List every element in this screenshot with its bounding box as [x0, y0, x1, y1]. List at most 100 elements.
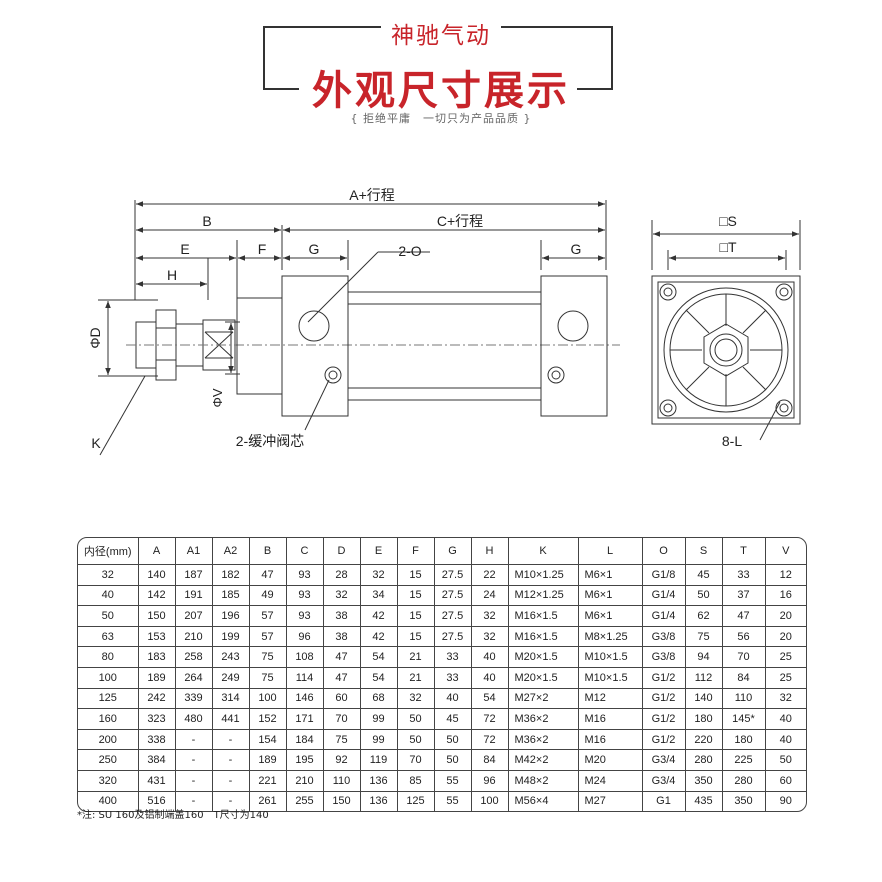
table-cell: M6×1	[578, 585, 643, 607]
table-cell: 280	[722, 770, 766, 792]
cylinder-dimension-drawing: A+行程 B C+行程 E F G G 2-O H ΦD ΦV K 2-缓冲阀芯…	[87, 187, 801, 456]
table-cell: 255	[286, 791, 324, 812]
label-a-stroke: A+行程	[349, 187, 395, 203]
label-phi-v: ΦV	[210, 388, 225, 407]
table-cell: 136	[360, 770, 398, 792]
table-cell: 145*	[722, 708, 766, 730]
table-cell: 195	[286, 749, 324, 771]
column-header: T	[722, 538, 766, 565]
table-cell: G1/2	[642, 688, 686, 710]
table-cell: 207	[175, 605, 213, 627]
table-cell: M6×1	[578, 605, 643, 627]
table-cell: 183	[138, 646, 176, 668]
table-cell: 50	[78, 605, 139, 627]
table-cell: 152	[249, 708, 287, 730]
column-header: G	[434, 538, 472, 565]
table-cell: 27.5	[434, 585, 472, 607]
table-cell: 153	[138, 626, 176, 648]
table-cell: 54	[360, 646, 398, 668]
table-cell: 96	[471, 770, 509, 792]
table-cell: M8×1.25	[578, 626, 643, 648]
table-cell: 40	[471, 667, 509, 689]
table-cell: 125	[397, 791, 435, 812]
table-cell: 225	[722, 749, 766, 771]
table-cell: 90	[779, 795, 792, 808]
table-cell: M16×1.5	[508, 626, 579, 648]
table-cell: 160	[78, 708, 139, 730]
table-cell: 154	[249, 729, 287, 751]
column-header: K	[508, 538, 579, 565]
table-cell: 196	[212, 605, 250, 627]
label-b: B	[202, 213, 211, 229]
table-cell: 37	[722, 585, 766, 607]
table-cell: 264	[175, 667, 213, 689]
table-cell: -	[212, 749, 250, 771]
table-cell: 15	[397, 605, 435, 627]
table-cell: 200	[78, 729, 139, 751]
table-cell: 47	[323, 646, 361, 668]
table-cell: 136	[360, 791, 398, 812]
table-cell: 112	[685, 667, 723, 689]
label-square-s: □S	[719, 213, 737, 229]
table-cell: M20×1.5	[508, 667, 579, 689]
table-cell: 32	[471, 605, 509, 627]
table-cell: G1/4	[642, 605, 686, 627]
table-cell: 24	[471, 585, 509, 607]
table-cell: 50	[685, 585, 723, 607]
table-cell: M10×1.5	[578, 646, 643, 668]
table-cell: 96	[286, 626, 324, 648]
table-cell: M24	[578, 770, 643, 792]
table-cell: 350	[722, 791, 766, 812]
table-cell: M16×1.5	[508, 605, 579, 627]
table-cell: M20	[578, 749, 643, 771]
table-cell: M16	[578, 708, 643, 730]
table-cell: G1/2	[642, 708, 686, 730]
table-cell: 47	[323, 667, 361, 689]
table-cell: M27	[578, 791, 643, 812]
label-g-left: G	[309, 241, 320, 257]
table-cell: 32	[323, 585, 361, 607]
table-cell: 75	[249, 667, 287, 689]
table-cell: 110	[722, 688, 766, 710]
table-cell: 32	[471, 626, 509, 648]
table-cell: M20×1.5	[508, 646, 579, 668]
table-cell: 50	[765, 749, 806, 771]
label-2-o: 2-O	[398, 243, 421, 259]
table-cell: 75	[323, 729, 361, 751]
column-header: S	[685, 538, 723, 565]
table-cell: M36×2	[508, 708, 579, 730]
table-cell: 140	[685, 688, 723, 710]
table-cell: 25	[765, 646, 806, 668]
table-cell: 435	[685, 791, 723, 812]
table-cell: 54	[360, 667, 398, 689]
table-cell: 180	[722, 729, 766, 751]
column-header: B	[249, 538, 287, 565]
column-header: E	[360, 538, 398, 565]
table-cell: 21	[397, 667, 435, 689]
table-cell: 42	[360, 626, 398, 648]
table-cell: M10×1.5	[578, 667, 643, 689]
table-cell: 40	[765, 729, 806, 751]
table-cell: 84	[722, 667, 766, 689]
table-cell: 68	[360, 688, 398, 710]
table-cell: M36×2	[508, 729, 579, 751]
table-cell: 45	[685, 564, 723, 586]
table-cell: 28	[323, 564, 361, 586]
table-cell: 400	[78, 791, 139, 812]
brand-name: 神驰气动	[0, 16, 882, 50]
label-phi-d: ΦD	[87, 327, 103, 348]
table-cell: 75	[249, 646, 287, 668]
table-cell: 16	[765, 585, 806, 607]
table-cell: 40	[78, 585, 139, 607]
table-cell: G1/2	[642, 729, 686, 751]
table-cell: 22	[471, 564, 509, 586]
label-square-t: □T	[719, 239, 736, 255]
table-cell: 185	[212, 585, 250, 607]
table-cell: 119	[360, 749, 398, 771]
label-k: K	[91, 435, 101, 451]
table-cell: 27.5	[434, 626, 472, 648]
table-cell: 210	[286, 770, 324, 792]
